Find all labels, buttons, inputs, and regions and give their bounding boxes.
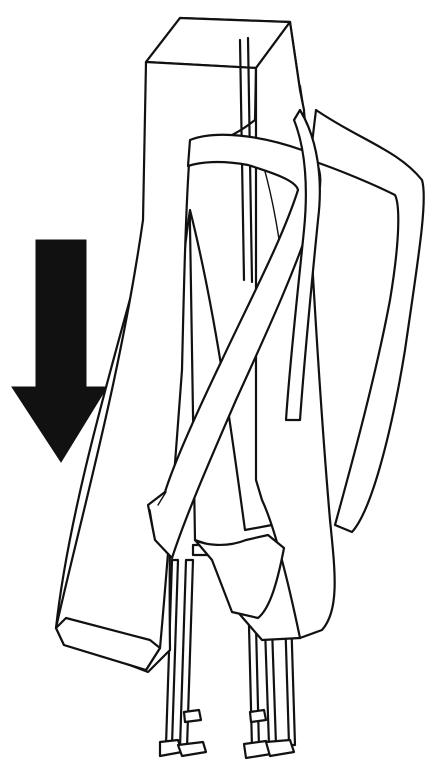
down-arrow-icon — [12, 240, 107, 462]
